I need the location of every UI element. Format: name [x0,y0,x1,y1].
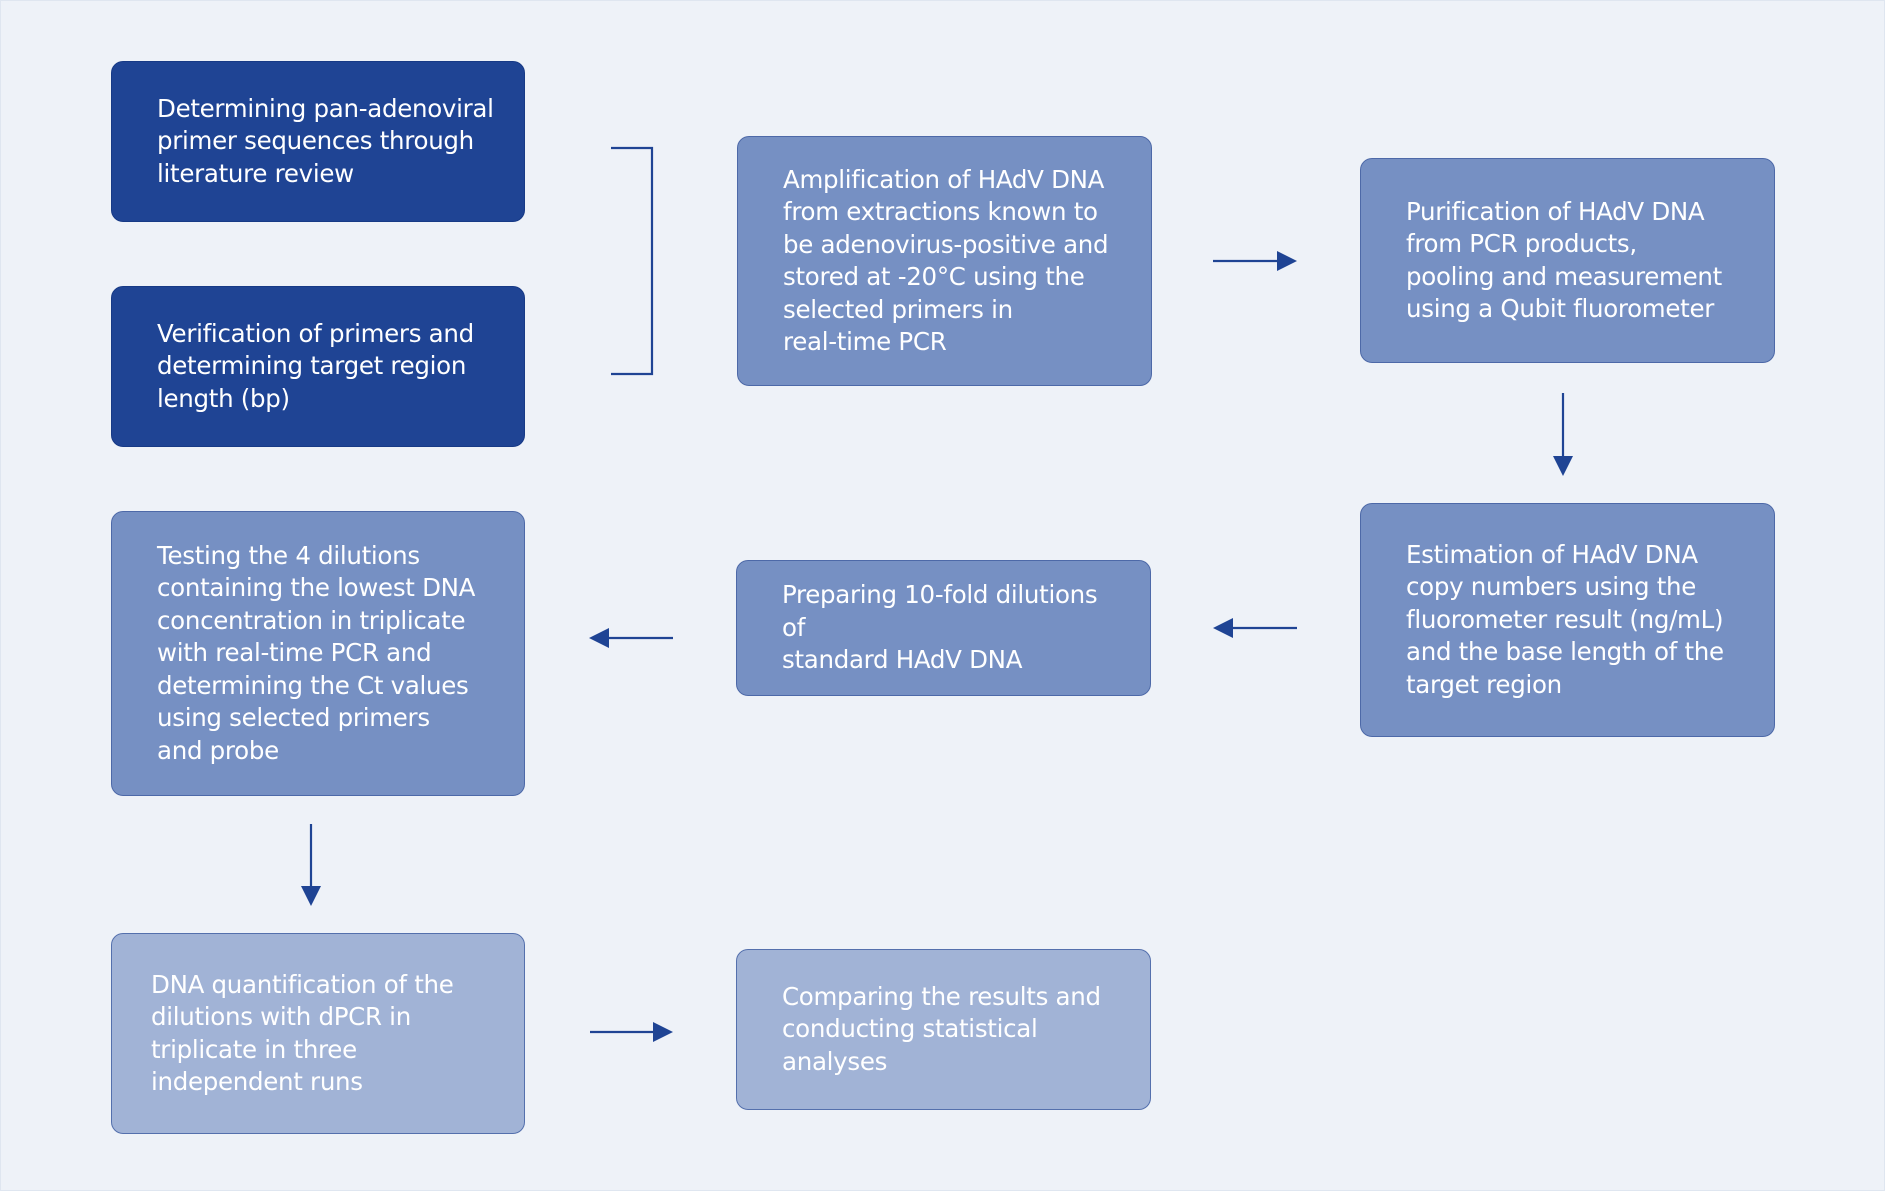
step-estimation: Estimation of HAdV DNA copy numbers usin… [1360,503,1775,737]
step-testing-text: Testing the 4 dilutions containing the l… [157,540,476,765]
step-amplification-text: Amplification of HAdV DNA from extractio… [783,164,1109,357]
step-primer-verification-text: Verification of primers and determining … [157,318,474,413]
step-dpcr-text: DNA quantification of the dilutions with… [151,969,454,1097]
arrowhead-right-icon [1277,251,1297,271]
step-primer-verification: Verification of primers and determining … [111,286,525,447]
bracket-connector [611,146,654,376]
arrowhead-left-icon [1213,618,1233,638]
step-comparison-text: Comparing the results and conducting sta… [782,981,1101,1076]
step-dilutions-text: Preparing 10-fold dilutions of standard … [782,580,1098,675]
arrowhead-down-icon [1553,456,1573,476]
step-primer-literature-text: Determining pan-adenoviral primer sequen… [157,93,494,188]
step-estimation-text: Estimation of HAdV DNA copy numbers usin… [1406,539,1724,699]
step-dilutions: Preparing 10-fold dilutions of standard … [736,560,1151,696]
step-comparison: Comparing the results and conducting sta… [736,949,1151,1110]
step-purification: Purification of HAdV DNA from PCR produc… [1360,158,1775,363]
step-primer-literature: Determining pan-adenoviral primer sequen… [111,61,525,222]
step-amplification: Amplification of HAdV DNA from extractio… [737,136,1152,386]
arrowhead-down-icon [301,886,321,906]
step-dpcr: DNA quantification of the dilutions with… [111,933,525,1134]
step-testing: Testing the 4 dilutions containing the l… [111,511,525,796]
arrowhead-left-icon [589,628,609,648]
step-purification-text: Purification of HAdV DNA from PCR produc… [1406,196,1722,324]
arrowhead-right-icon [653,1022,673,1042]
